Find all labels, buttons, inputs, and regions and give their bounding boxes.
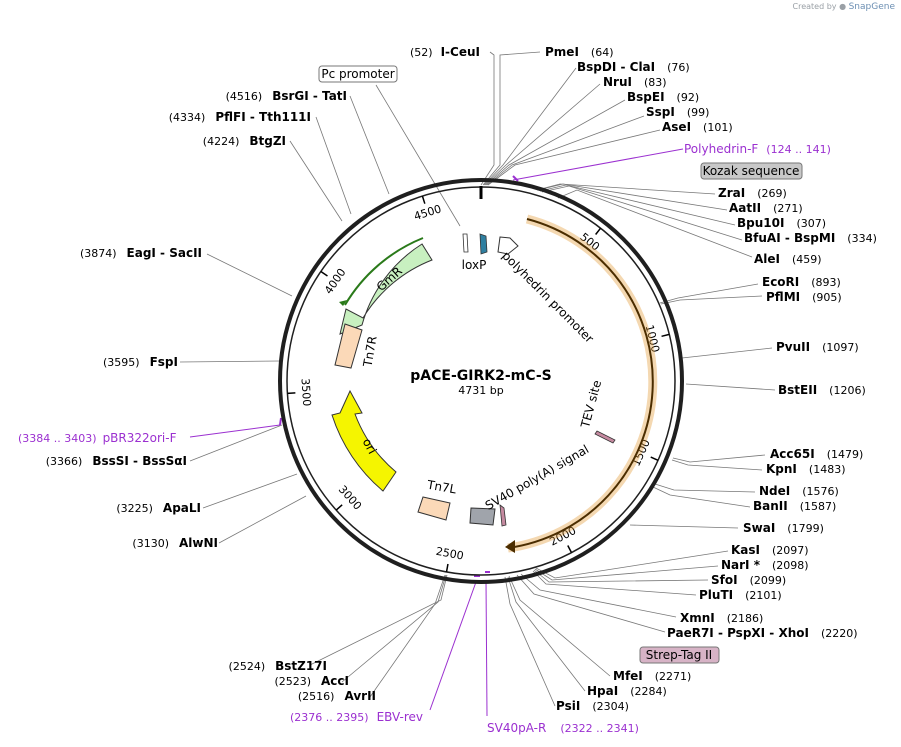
pc-promoter-box: Pc promoter <box>318 65 398 83</box>
restriction-site-label[interactable]: NdeI(1576) <box>759 484 839 498</box>
restriction-site-label[interactable]: (3874)EagI - SacII <box>80 246 202 260</box>
tick-mark <box>567 545 573 553</box>
snapgene-watermark: Created by ● SnapGene <box>793 2 896 12</box>
orf-arrowhead <box>505 540 515 553</box>
kozak-label: Kozak sequence <box>703 164 800 178</box>
restriction-site-label[interactable]: BspEI(92) <box>627 90 699 104</box>
primer-ebv-rev: (2376 .. 2395)EBV-rev <box>290 710 423 724</box>
restriction-site-label[interactable]: MfeI(2271) <box>613 669 691 683</box>
tick-label: 4500 <box>412 202 443 223</box>
pc-promoter-feature <box>462 233 469 253</box>
restriction-site-label[interactable]: (3366)BssSI - BssSαI <box>46 454 187 468</box>
tick-label: 2500 <box>435 545 465 563</box>
tick-mark <box>320 270 328 277</box>
tick-mark <box>421 195 426 204</box>
restriction-site-label[interactable]: PvuII(1097) <box>776 340 859 354</box>
tick-label: 3500 <box>299 378 314 407</box>
restriction-sites-right: (52)I-CeuI PmeI(64)BspDI - ClaI(76)NruI(8… <box>410 45 877 713</box>
tick-mark <box>650 456 659 462</box>
tn7l-feature <box>417 496 451 521</box>
tick-mark <box>445 563 449 573</box>
tev-site-label: TEV site <box>578 379 604 431</box>
restriction-site-label[interactable]: PmeI(64) <box>545 45 614 59</box>
restriction-site-label[interactable]: NarI *(2098) <box>721 558 809 572</box>
kozak-box: Kozak sequence <box>700 162 803 180</box>
restriction-site-label[interactable]: SfoI(2099) <box>711 573 786 587</box>
restriction-site-label[interactable]: BstEII(1206) <box>778 383 866 397</box>
restriction-site-label[interactable]: PflMI(905) <box>766 290 842 304</box>
polyhedrin-promoter-feature <box>497 236 519 255</box>
strep-tag-box: Strep-Tag II <box>639 646 720 664</box>
pc-promoter-label: Pc promoter <box>321 67 394 81</box>
restriction-site-label[interactable]: KpnI(1483) <box>766 462 845 476</box>
tev-site-feature <box>594 430 616 444</box>
restriction-site-label[interactable]: BfuAI - BspMI(334) <box>744 231 877 245</box>
tick-label: 3000 <box>336 483 364 513</box>
tn7r-label: Tn7R <box>360 335 379 369</box>
strep-tag-feature <box>499 504 507 527</box>
primer-leaders <box>189 148 684 717</box>
snapgene-logo-icon: ● <box>839 2 847 11</box>
restriction-site-label[interactable]: SspI(99) <box>646 105 709 119</box>
restriction-site-label[interactable]: (2516)AvrII <box>298 689 376 703</box>
snapgene-brand: SnapGene <box>848 2 895 12</box>
primer-pbr322ori-f: (3384 .. 3403)pBR322ori-F <box>18 431 177 445</box>
tn7r-feature <box>334 323 363 369</box>
restriction-site-label[interactable]: (2523)AccI <box>274 674 349 688</box>
primer-polyhedrin-f: Polyhedrin-F(124 .. 141) <box>684 142 831 156</box>
restriction-site-label[interactable]: NruI(83) <box>603 75 667 89</box>
restriction-site-label[interactable]: (3130)AlwNI <box>132 536 218 550</box>
primer-sv40pa-r: SV40pA-R(2322 .. 2341) <box>487 721 639 735</box>
primer-labels: Polyhedrin-F(124 .. 141) (3384 .. 3403)p… <box>18 142 831 735</box>
restriction-site-label[interactable]: (4516)BsrGI - TatI <box>226 89 347 103</box>
sv40-polya-feature <box>469 507 496 526</box>
restriction-site-label[interactable]: SwaI(1799) <box>743 521 824 535</box>
restriction-site-label[interactable]: AleI(459) <box>754 252 822 266</box>
gmr-line <box>344 237 424 306</box>
restriction-site-label[interactable]: HpaI(2284) <box>587 684 667 698</box>
restriction-site-label[interactable]: BspDI - ClaI(76) <box>577 60 690 74</box>
tick-label: 4000 <box>322 266 349 296</box>
restriction-sites-left: (4516)BsrGI - TatI (4334)PflFI - Tth111I (… <box>46 89 376 703</box>
tick-mark <box>661 333 670 338</box>
restriction-site-label[interactable]: AseI(101) <box>662 120 733 134</box>
restriction-site-label[interactable]: (4334)PflFI - Tth111I <box>169 110 311 124</box>
restriction-site-label[interactable]: (3225)ApaLI <box>116 501 201 515</box>
site-leader-lines <box>179 51 776 707</box>
tick-mark <box>287 392 296 395</box>
sv40-polya-label: SV40 poly(A) signal <box>483 442 591 513</box>
restriction-site-label[interactable]: (2524)BstZ17I <box>229 659 327 673</box>
primer-marks <box>279 175 519 577</box>
restriction-site-label[interactable]: PaeR7I - PspXI - XhoI(2220) <box>667 626 858 640</box>
polyhedrin-promoter-label: polyhedrin promoter <box>499 249 596 346</box>
restriction-site-label[interactable]: ZraI(269) <box>718 186 787 200</box>
tick-marks <box>287 195 670 573</box>
orf-arc-line <box>507 218 654 549</box>
restriction-site-label[interactable]: Bpu10I(307) <box>737 216 826 230</box>
loxp-label: loxP <box>462 258 487 272</box>
restriction-site-label[interactable]: (4224)BtgZI <box>203 134 286 148</box>
restriction-site-label[interactable]: Acc65I(1479) <box>770 447 863 461</box>
created-by-text: Created by <box>792 2 837 11</box>
tick-mark <box>595 227 602 235</box>
plasmid-size: 4731 bp <box>458 384 503 397</box>
tn7l-label: Tn7L <box>425 477 458 496</box>
restriction-site-label[interactable]: (52)I-CeuI <box>410 45 480 59</box>
restriction-site-label[interactable]: PluTI(2101) <box>699 588 782 602</box>
restriction-site-label[interactable]: PsiI(2304) <box>556 699 629 713</box>
restriction-site-label[interactable]: XmnI(2186) <box>680 611 763 625</box>
restriction-site-label[interactable]: BanII(1587) <box>753 499 836 513</box>
strep-tag-label: Strep-Tag II <box>646 648 712 662</box>
restriction-site-label[interactable]: EcoRI(893) <box>762 275 841 289</box>
restriction-site-label[interactable]: (3595)FspI <box>103 355 178 369</box>
ori-label: ori <box>360 436 380 456</box>
ori-feature <box>331 389 397 492</box>
loxp-feature <box>479 233 488 255</box>
tick-mark <box>335 504 343 511</box>
plasmid-name: pACE-GIRK2-mC-S <box>410 368 551 384</box>
restriction-site-label[interactable]: KasI(2097) <box>731 543 809 557</box>
restriction-site-label[interactable]: AatII(271) <box>729 201 803 215</box>
